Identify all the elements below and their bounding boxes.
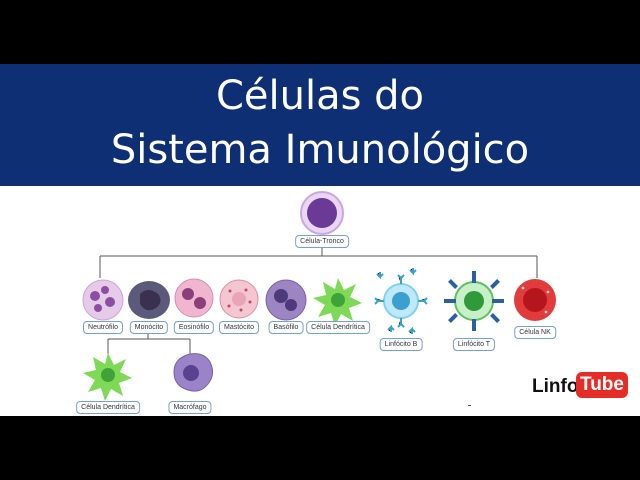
small-dash: [468, 405, 471, 406]
neutrophil-icon: [83, 280, 123, 320]
title-banner: Células do Sistema Imunológico: [0, 64, 640, 186]
macrophage-icon: [174, 354, 213, 391]
label-mast-cell: Mastócito: [219, 321, 259, 334]
label-basophil: Basófilo: [269, 321, 304, 334]
label-nk-cell: Célula NK: [514, 326, 556, 339]
diagram-panel: Célula-Tronco Neutrófilo Monócito Eosinó…: [0, 186, 640, 416]
label-dendritic-cell: Célula Dendrítica: [306, 321, 370, 334]
title-line-1: Células do: [0, 72, 640, 120]
logo-tube-badge: Tube: [576, 372, 628, 398]
label-lymphocyte-t: Linfócito T: [453, 338, 495, 351]
mast-cell-icon: [220, 280, 258, 318]
label-monocyte: Monócito: [130, 321, 168, 334]
title-line-2: Sistema Imunológico: [0, 126, 640, 174]
dendritic-cell-2-icon: [83, 353, 132, 401]
logo-linfo-text: Linfo: [532, 376, 578, 398]
basophil-icon: [266, 280, 306, 320]
stem-cell-icon: [301, 192, 343, 234]
lymphocyte-t-icon: [444, 271, 504, 331]
lymphocyte-b-icon: [375, 275, 427, 327]
eosinophil-icon: [175, 279, 213, 317]
label-macrophage: Macrófago: [168, 401, 211, 414]
label-neutrophil: Neutrófilo: [83, 321, 123, 334]
label-lymphocyte-b: Linfócito B: [380, 338, 423, 351]
label-stem-cell: Célula-Tronco: [295, 235, 349, 248]
nk-cell-icon: [514, 279, 556, 321]
label-eosinophil: Eosinófilo: [174, 321, 214, 334]
dendritic-cell-icon: [313, 278, 362, 326]
label-dendritic-cell-2: Célula Dendrítica: [76, 401, 140, 414]
monocyte-icon: [128, 281, 170, 319]
